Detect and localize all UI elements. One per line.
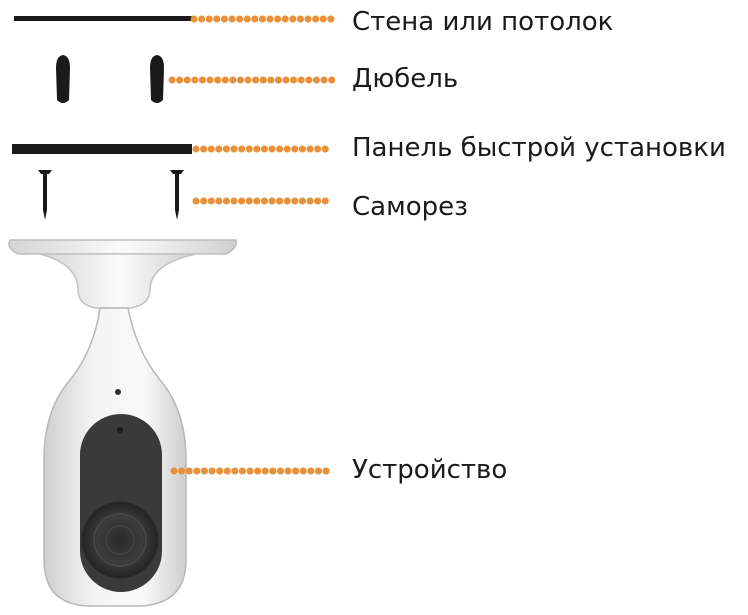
dowel-right bbox=[150, 55, 164, 103]
quick-install-panel bbox=[12, 144, 192, 154]
wall-line bbox=[14, 16, 192, 21]
label-quick-install-panel: Панель быстрой установки bbox=[352, 133, 726, 163]
label-wall-or-ceiling: Стена или потолок bbox=[352, 7, 614, 37]
label-device: Устройство bbox=[352, 455, 508, 485]
camera-device bbox=[8, 239, 238, 607]
screw-right bbox=[170, 170, 184, 220]
screw-left bbox=[38, 170, 52, 220]
label-screw: Саморез bbox=[352, 192, 468, 222]
dowel-left bbox=[56, 55, 70, 103]
label-dowel: Дюбель bbox=[352, 64, 459, 94]
